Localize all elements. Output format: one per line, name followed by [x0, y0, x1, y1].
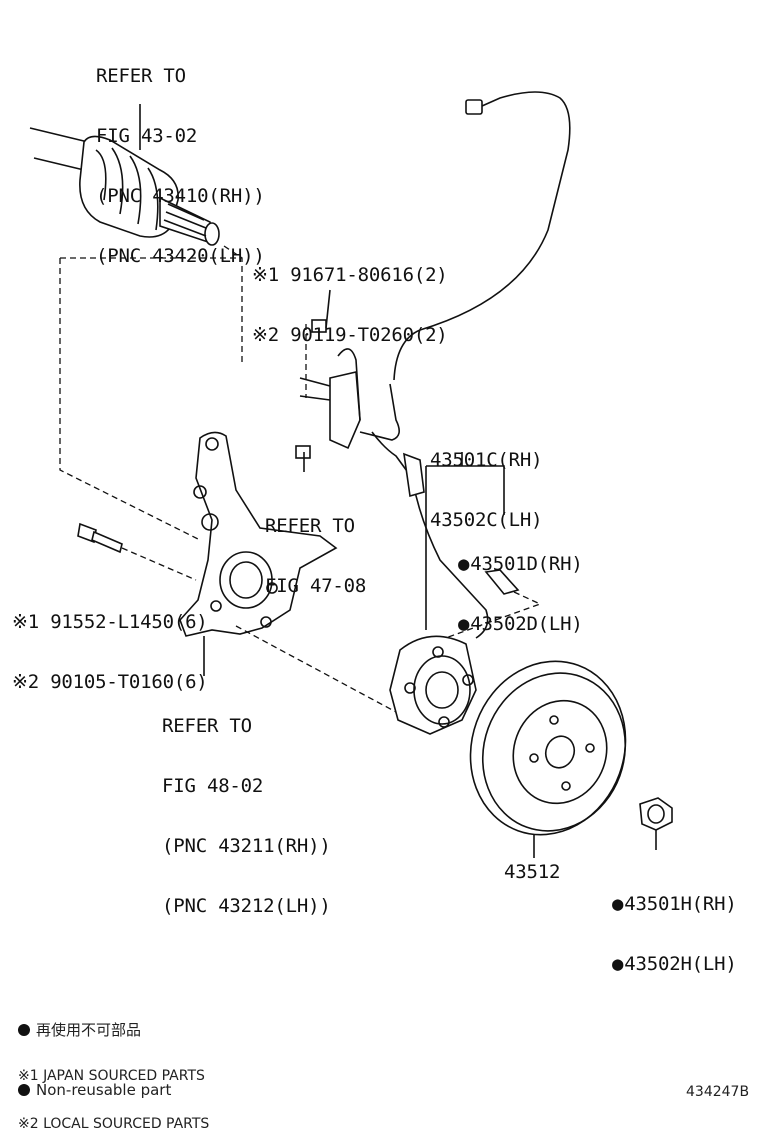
exploded-parts-diagram [29, 91, 673, 858]
non-reusable-bullet-icon [18, 1024, 30, 1036]
figure-id: 434247B [686, 1084, 750, 1100]
legend-non-reusable: 再使用不可部品 Non-reusable part [18, 980, 171, 1120]
hub-bolt-part-numbers: 43501D(RH) 43502D(LH) [458, 514, 583, 654]
sensor-bolt-part-numbers: ※1 91671-80616(2) ※2 90119-T0260(2) [252, 264, 448, 346]
sensor-bolts-drawing [295, 289, 331, 472]
legend-sourcing: ※1 JAPAN SOURCED PARTS ※2 LOCAL SOURCED … [18, 1068, 210, 1132]
knuckle-bolt-part-numbers: ※1 91552-L1450(6) ※2 90105-T0160(6) [12, 611, 208, 693]
hub-nut-drawing [639, 797, 673, 850]
knuckle-bolt-drawing [77, 522, 197, 581]
hub-assembly-drawing [235, 625, 477, 735]
knuckle-refer-label: REFER TO FIG 48-02 (PNC 43211(RH)) (PNC … [162, 715, 331, 917]
steering-knuckle-drawing [179, 431, 338, 676]
non-reusable-bullet-icon [18, 1084, 30, 1096]
hub-assy-bracket [425, 452, 505, 630]
brake-disc-drawing [469, 660, 627, 858]
driveshaft-refer-label: REFER TO FIG 43-02 (PNC 43410(RH)) (PNC … [96, 65, 265, 267]
hub-nut-part-numbers: 43501H(RH) 43502H(LH) [612, 854, 737, 994]
sensor-refer-label: REFER TO FIG 47-08 [265, 515, 367, 597]
speed-sensor-drawing [299, 91, 571, 639]
drive-shaft-drawing [29, 104, 220, 246]
hub-assembly-part-numbers: 43501C(RH) 43502C(LH) [430, 449, 543, 531]
disc-part-number: 43512 [504, 861, 561, 883]
